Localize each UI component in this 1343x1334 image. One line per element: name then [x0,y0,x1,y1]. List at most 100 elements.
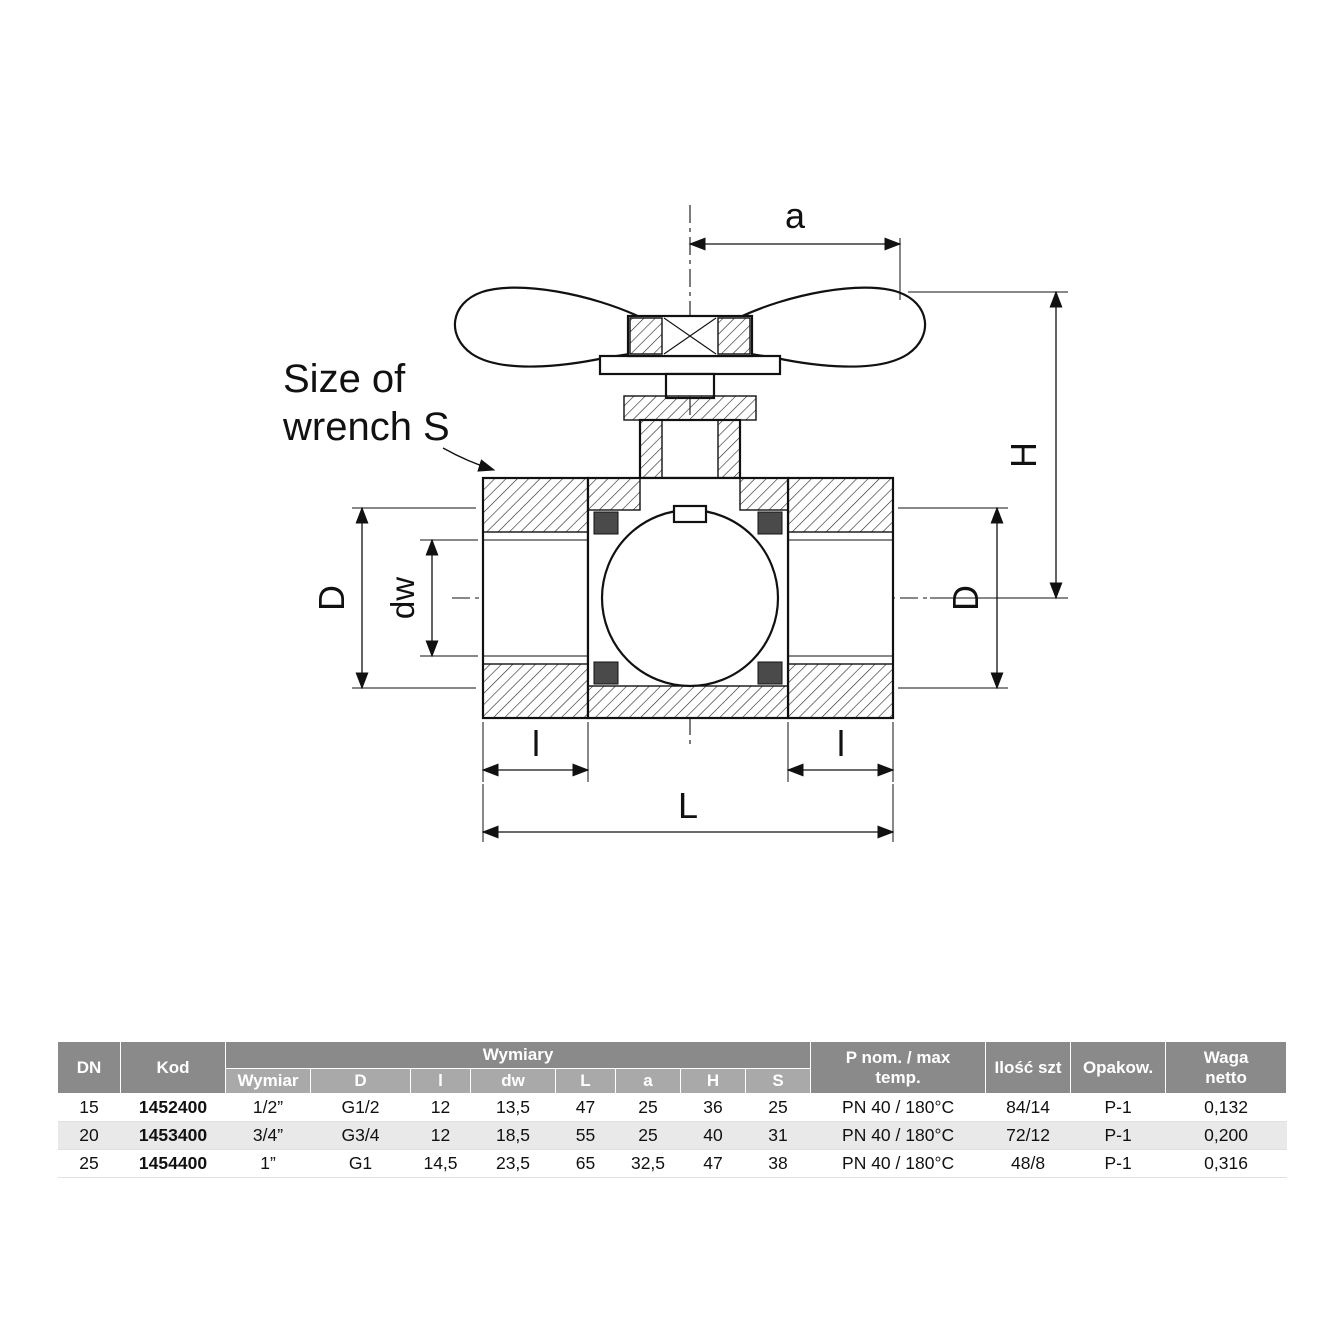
wrench-note-line1: Size of [283,357,406,401]
dimension-l-right: l [786,722,895,782]
cell-dw: 13,5 [470,1093,556,1122]
cell-dn: 20 [57,1121,121,1150]
cell-p-nom: PN 40 / 180°C [810,1149,986,1178]
cell-wymiar: 1” [225,1149,311,1178]
seat-seal [593,511,619,535]
header-wymiary-group: Wymiary [224,1041,812,1069]
dimension-total-length: L [481,784,895,842]
cell-a: 25 [615,1093,681,1122]
stem-and-packing [623,372,757,480]
header-a: a [615,1068,681,1094]
dimension-d-left: D [311,506,476,690]
cell-ilosc: 84/14 [985,1093,1071,1122]
cell-d: G1 [310,1149,411,1178]
header-d: D [310,1068,411,1094]
cell-l-total: 65 [555,1149,616,1178]
cell-dw: 18,5 [470,1121,556,1150]
cell-dn: 25 [57,1149,121,1178]
cell-s: 25 [745,1093,811,1122]
header-dw: dw [470,1068,556,1094]
header-p-nom: P nom. / max temp. [810,1041,987,1094]
cell-l: 12 [410,1093,471,1122]
dimension-l-left: l [481,722,590,782]
header-ilosc: Ilość szt [985,1041,1072,1094]
dim-label-d-left: D [311,585,352,611]
header-l-total: L [555,1068,616,1094]
cell-waga: 0,200 [1165,1121,1287,1150]
seat-seal [593,661,619,685]
handle-base-bar [598,354,782,376]
cell-opakow: P-1 [1070,1121,1166,1150]
cell-p-nom: PN 40 / 180°C [810,1093,986,1122]
wrench-note-leader-arrow [442,447,496,472]
header-p-nom-line1: P nom. / max [845,1048,951,1068]
header-wymiar: Wymiar [225,1068,311,1094]
cell-wymiar: 1/2” [225,1093,311,1122]
cell-d: G3/4 [310,1121,411,1150]
cell-wymiar: 3/4” [225,1121,311,1150]
cell-l: 12 [410,1121,471,1150]
valve-technical-drawing: a H D dw D [282,195,1068,842]
handle-right-wing [736,286,927,368]
cell-l-total: 47 [555,1093,616,1122]
cell-waga: 0,316 [1165,1149,1287,1178]
cell-ilosc: 48/8 [985,1149,1071,1178]
dim-label-d-right: D [945,585,986,611]
cell-s: 38 [745,1149,811,1178]
header-waga-line2: netto [1205,1067,1247,1087]
dimension-dw: dw [384,538,478,658]
cell-l: 14,5 [410,1149,471,1178]
header-waga-line1: Waga [1203,1048,1249,1068]
ball [600,508,780,688]
header-p-nom-line2: temp. [875,1067,921,1087]
stem [664,372,716,400]
cell-opakow: P-1 [1070,1149,1166,1178]
wrench-note-line2: wrench S [282,405,450,449]
cell-a: 25 [615,1121,681,1150]
dimension-h: H [908,290,1068,600]
table-row: 25 1454400 1” G1 14,5 23,5 65 32,5 47 38… [57,1149,1287,1178]
dim-label-l-right: l [837,723,845,764]
header-l: l [410,1068,471,1094]
header-s: S [744,1068,812,1094]
spec-table: DN Kod Wymiary P nom. / max temp. Ilość … [57,1041,1288,1178]
valve-body [481,476,895,720]
cell-kod: 1452400 [120,1093,226,1122]
dim-label-dw: dw [384,577,421,619]
cell-l-total: 55 [555,1121,616,1150]
handle-left-wing [453,286,644,368]
cell-kod: 1454400 [120,1149,226,1178]
dim-label-total-length: L [678,785,698,826]
table-row: 20 1453400 3/4” G3/4 12 18,5 55 25 40 31… [57,1121,1287,1150]
header-waga: Waga netto [1165,1041,1288,1094]
ball-stem-slot [672,504,708,524]
header-h: H [680,1068,746,1094]
header-kod: Kod [120,1041,226,1094]
cell-ilosc: 72/12 [985,1121,1071,1150]
cell-p-nom: PN 40 / 180°C [810,1121,986,1150]
dimension-a: a [688,195,902,300]
cell-h: 40 [680,1121,746,1150]
table-row: 15 1452400 1/2” G1/2 12 13,5 47 25 36 25… [57,1093,1287,1122]
cell-a: 32,5 [615,1149,681,1178]
dimension-d-right: D [898,506,1008,690]
dim-label-a: a [785,195,806,236]
cell-h: 36 [680,1093,746,1122]
dim-label-h: H [1003,442,1044,468]
cell-dn: 15 [57,1093,121,1122]
header-opakow: Opakow. [1070,1041,1167,1094]
cell-d: G1/2 [310,1093,411,1122]
packing-nut [623,395,757,421]
cell-dw: 23,5 [470,1149,556,1178]
dim-label-l-left: l [532,723,540,764]
cell-h: 47 [680,1149,746,1178]
butterfly-handle [453,286,927,376]
seat-seal [757,661,783,685]
cell-opakow: P-1 [1070,1093,1166,1122]
cell-kod: 1453400 [120,1121,226,1150]
cell-s: 31 [745,1121,811,1150]
cell-waga: 0,132 [1165,1093,1287,1122]
seat-seal [757,511,783,535]
wrench-size-note: Size of wrench S [282,357,496,472]
